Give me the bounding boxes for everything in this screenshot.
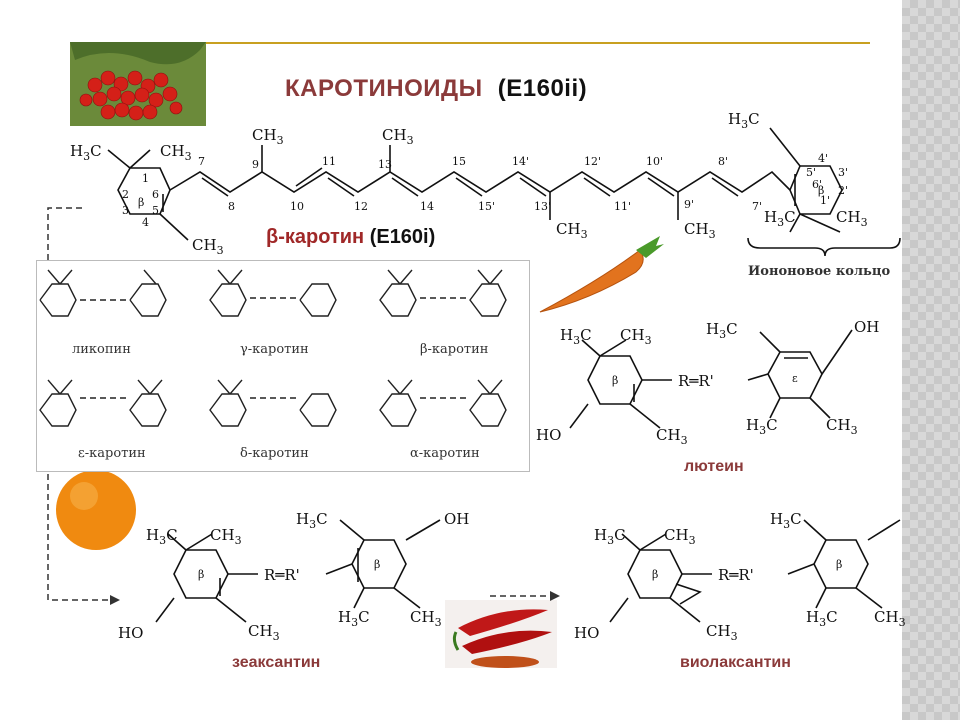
carotene-name-delta: δ-каротин <box>240 446 309 461</box>
svg-text:CH3: CH3 <box>706 622 738 643</box>
decorative-pattern <box>902 0 960 720</box>
lutein-link: R═R' <box>678 372 714 390</box>
chain-num-9: 9 <box>252 158 259 171</box>
title-rule <box>205 42 870 44</box>
lutein-ho-label: HO <box>536 426 561 444</box>
svg-text:H3C: H3C <box>806 608 838 629</box>
ring-num-1p: 1' <box>820 194 830 207</box>
chain-num-7: 7 <box>198 155 205 168</box>
ring-num-5: 5 <box>152 204 159 217</box>
carotene-name-lycopene: ликопин <box>72 342 131 357</box>
svg-text:β: β <box>198 568 204 581</box>
svg-text:CH3: CH3 <box>248 622 280 643</box>
lutein-label: лютеин <box>684 458 744 475</box>
chain-num-14p: 14' <box>512 155 529 168</box>
chain-num-8: 8 <box>228 200 235 213</box>
chain-num-8p: 8' <box>718 155 728 168</box>
h3c-label-2: H3C <box>728 110 760 131</box>
chain-num-13p: 13' <box>534 200 551 213</box>
ch3-label-3: CH3 <box>252 126 284 147</box>
svg-text:β: β <box>374 558 380 571</box>
svg-text:H3C: H3C <box>560 326 592 347</box>
chain-num-10: 10 <box>290 200 304 213</box>
svg-text:CH3: CH3 <box>210 526 242 547</box>
title-code: (E160ii) <box>497 75 588 102</box>
chain-num-13: 13 <box>378 158 392 171</box>
ring-num-4: 4 <box>142 216 149 229</box>
svg-text:H3C: H3C <box>296 510 328 531</box>
ring-num-2p: 2' <box>838 184 848 197</box>
carotene-name-alpha: α-каротин <box>410 446 480 461</box>
h3c-label-3: H3C <box>764 208 796 229</box>
page-title: КАРОТИНОИДЫ (E160ii) <box>285 75 587 103</box>
h3c-label-1: H3C <box>70 142 102 163</box>
chain-num-9p: 9' <box>684 198 694 211</box>
chain-num-14: 14 <box>420 200 434 213</box>
zeaxanthin-oh-label: OH <box>444 510 469 528</box>
orange-image <box>56 463 136 550</box>
svg-text:CH3: CH3 <box>620 326 652 347</box>
lutein-oh-label: OH <box>854 318 879 336</box>
svg-text:CH3: CH3 <box>656 426 688 447</box>
svg-text:CH3: CH3 <box>664 526 696 547</box>
chain-num-12: 12 <box>354 200 368 213</box>
ring-num-3: 3 <box>122 204 129 217</box>
svg-text:H3C: H3C <box>338 608 370 629</box>
svg-text:β: β <box>836 558 842 571</box>
carrot-image <box>539 236 664 313</box>
ring-beta-left: β <box>138 196 144 209</box>
svg-text:H3C: H3C <box>746 416 778 437</box>
svg-text:CH3: CH3 <box>410 608 442 629</box>
ionone-ring-label: Иононовое кольцо <box>748 264 891 279</box>
chain-num-10p: 10' <box>646 155 663 168</box>
title-main: КАРОТИНОИДЫ <box>285 75 483 102</box>
svg-text:β: β <box>612 374 618 387</box>
zeaxanthin-label: зеаксантин <box>232 654 321 671</box>
chain-num-15: 15 <box>452 155 466 168</box>
ring-num-1: 1 <box>142 172 149 185</box>
ch3-label-7: CH3 <box>836 208 868 229</box>
chain-num-7p: 7' <box>752 200 762 213</box>
svg-text:H3C: H3C <box>770 510 802 531</box>
ring-num-6p: 6' <box>812 178 822 191</box>
svg-text:ε: ε <box>792 372 798 385</box>
svg-text:H3C: H3C <box>594 526 626 547</box>
ring-num-4p: 4' <box>818 152 828 165</box>
carotene-name-beta: β-каротин <box>420 342 489 357</box>
ch3-label-5: CH3 <box>556 220 588 241</box>
svg-text:β: β <box>652 568 658 581</box>
zeaxanthin-link: R═R' <box>264 566 300 584</box>
chain-num-15p: 15' <box>478 200 495 213</box>
ring-num-2: 2 <box>122 188 129 201</box>
svg-text:H3C: H3C <box>146 526 178 547</box>
rowan-berries-image <box>70 42 206 126</box>
violaxanthin-link: R═R' <box>718 566 754 584</box>
carotene-name-epsilon: ε-каротин <box>78 446 146 461</box>
ring-num-5p: 5' <box>806 166 816 179</box>
ring-beta-right: β <box>818 184 824 197</box>
carotene-name-gamma: γ-каротин <box>240 342 309 357</box>
ring-num-6: 6 <box>152 188 159 201</box>
ch3-label-4: CH3 <box>382 126 414 147</box>
svg-text:H3C: H3C <box>706 320 738 341</box>
violaxanthin-label: виолаксантин <box>680 654 791 671</box>
chain-num-12p: 12' <box>584 155 601 168</box>
zeaxanthin-ho-label: HO <box>118 624 143 642</box>
violaxanthin-ho-label: HO <box>574 624 599 642</box>
chain-num-11p: 11' <box>614 200 631 213</box>
chain-num-11: 11 <box>322 155 336 168</box>
carotenes-grid-panel <box>36 260 530 472</box>
svg-text:CH3: CH3 <box>874 608 906 629</box>
ch3-label-6: CH3 <box>684 220 716 241</box>
ch3-label-1: CH3 <box>160 142 192 163</box>
ring-num-3p: 3' <box>838 166 848 179</box>
chili-peppers-image <box>445 600 557 668</box>
svg-text:CH3: CH3 <box>826 416 858 437</box>
beta-carotene-label: β-каротин (E160i) <box>266 226 436 248</box>
ch3-label-2: CH3 <box>192 236 224 257</box>
